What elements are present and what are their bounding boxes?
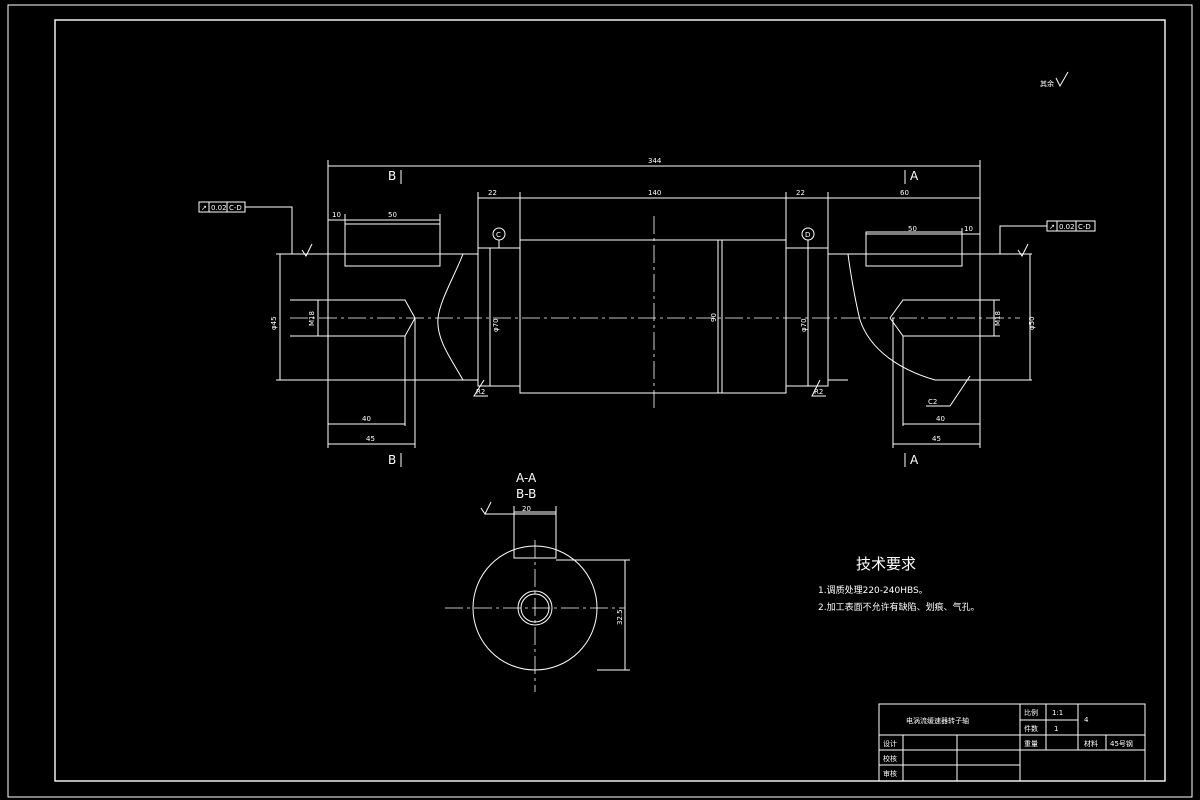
datum-c: C — [492, 227, 506, 248]
section-title-aa: A-A — [516, 471, 537, 485]
dim-row-upper: 22 140 22 60 — [477, 189, 980, 248]
right-section-hatch — [847, 253, 981, 381]
tb-qty-label: 件数 — [1024, 724, 1038, 733]
section-view: A-A B-B 20 32.5 — [445, 471, 630, 692]
shaft-main-view — [276, 216, 1032, 410]
dim-50-left-text: 50 — [388, 211, 397, 219]
roughness-note-text: 其余 — [1040, 79, 1054, 88]
tb-checker: 校核 — [883, 754, 897, 763]
chamfer-text: C2 — [928, 398, 937, 406]
left-center-hole — [327, 299, 416, 337]
dim-45-left-text: 45 — [366, 435, 375, 443]
r2-left-text: R2 — [476, 388, 485, 396]
tb-qty-value: 1 — [1054, 725, 1058, 733]
tol-right-leader — [999, 225, 1047, 254]
r2-right-text: R2 — [814, 388, 823, 396]
tol-right-datum: C-D — [1078, 223, 1091, 231]
dim-m18-left-text: M18 — [308, 311, 316, 326]
dim-total-text: 344 — [648, 157, 662, 165]
shaft-bottom-outline — [463, 379, 848, 394]
r2-right-leader — [811, 379, 826, 397]
dim-45-right-text: 45 — [932, 435, 941, 443]
dim-22-left-text: 22 — [488, 189, 497, 197]
tb-scale-label: 比例 — [1024, 708, 1038, 717]
tb-sheet-no: 4 — [1084, 716, 1089, 724]
dim-90-text: 90 — [710, 313, 718, 322]
key-width-text: 20 — [522, 505, 531, 513]
dim-50-right-text: 50 — [908, 225, 917, 233]
technical-requirements: 技术要求 1.调质处理220-240HBS。 2.加工表面不允许有缺陷、划痕、气… — [818, 555, 980, 613]
dim-40-right-text: 40 — [936, 415, 945, 423]
roughness-right-icon — [1017, 243, 1029, 257]
left-section-hatch — [327, 253, 464, 381]
dim-60-text: 60 — [900, 189, 909, 197]
dim-diameters: φ45 M18 φ70 90 φ70 M18 φ50 — [270, 240, 1036, 393]
section-mark-b-top: B — [388, 169, 396, 183]
dim-lower: 40 45 40 45 — [327, 318, 981, 448]
roughness-note: 其余 — [1040, 71, 1069, 88]
dim-40-left-text: 40 — [362, 415, 371, 423]
tb-weight-label: 重量 — [1024, 740, 1038, 748]
tb-reviewer: 审核 — [883, 769, 897, 778]
tb-scale-value: 1:1 — [1052, 709, 1063, 717]
datum-d: D — [801, 227, 815, 248]
requirements-heading: 技术要求 — [856, 555, 916, 573]
dim-m18-right-text: M18 — [994, 311, 1002, 326]
roughness-left-icon — [301, 243, 313, 257]
chamfer-leader — [926, 375, 971, 407]
r2-left-leader — [473, 379, 488, 397]
dim-dia70-right-text: φ70 — [800, 318, 808, 332]
tolerance-frame-right: ↗ 0.02 C-D — [999, 220, 1096, 257]
inner-frame — [54, 19, 1166, 782]
dim-dia45-text: φ45 — [270, 316, 278, 330]
tb-material-value: 45号钢 — [1110, 739, 1133, 748]
section-mark-a-bottom: A — [910, 453, 919, 467]
dim-keyways-top: 10 50 50 10 — [328, 211, 980, 238]
dim-total: 344 — [327, 157, 981, 254]
right-keyway — [865, 231, 963, 267]
requirements-line-1: 1.调质处理220-240HBS。 — [818, 584, 928, 596]
runout-left-icon: ↗ — [201, 204, 207, 212]
right-center-hole — [889, 299, 981, 337]
datum-d-text: D — [805, 231, 810, 239]
dim-dia50-right-text: φ50 — [1028, 316, 1036, 330]
section-mark-b-bottom: B — [388, 453, 396, 467]
section-title-bb: B-B — [516, 487, 536, 501]
outer-border — [7, 4, 1193, 798]
runout-right-icon: ↗ — [1049, 223, 1055, 231]
dim-dia70-left-text: φ70 — [492, 318, 500, 332]
tb-material-label: 材料 — [1084, 739, 1098, 748]
tolerance-frame-left: ↗ 0.02 C-D — [198, 201, 313, 257]
dim-22-right-text: 22 — [796, 189, 805, 197]
tol-left-value: 0.02 — [211, 204, 227, 212]
dim-10-left-text: 10 — [332, 211, 341, 219]
tb-designer: 设计 — [883, 739, 897, 748]
roughness-symbol-icon — [1055, 71, 1069, 88]
section-roughness-icon — [480, 501, 492, 515]
tol-left-datum: C-D — [229, 204, 242, 212]
section-mark-a-top: A — [910, 169, 919, 183]
dim-10-right-text: 10 — [964, 225, 973, 233]
dim-140-text: 140 — [648, 189, 661, 197]
key-depth-text: 32.5 — [616, 609, 624, 625]
shaft-top-outline — [463, 239, 848, 255]
datum-c-text: C — [496, 231, 501, 239]
left-keyway — [344, 223, 441, 267]
requirements-line-2: 2.加工表面不允许有缺陷、划痕、气孔。 — [818, 601, 980, 613]
title-block: 电涡流缓速器转子轴 比例 1:1 件数 1 4 设计 校核 审核 重量 材料 4… — [878, 703, 1146, 782]
tol-left-leader — [245, 206, 293, 254]
title-block-frame — [878, 703, 1146, 782]
tb-part-name: 电涡流缓速器转子轴 — [906, 716, 969, 725]
tol-right-value: 0.02 — [1059, 223, 1075, 231]
